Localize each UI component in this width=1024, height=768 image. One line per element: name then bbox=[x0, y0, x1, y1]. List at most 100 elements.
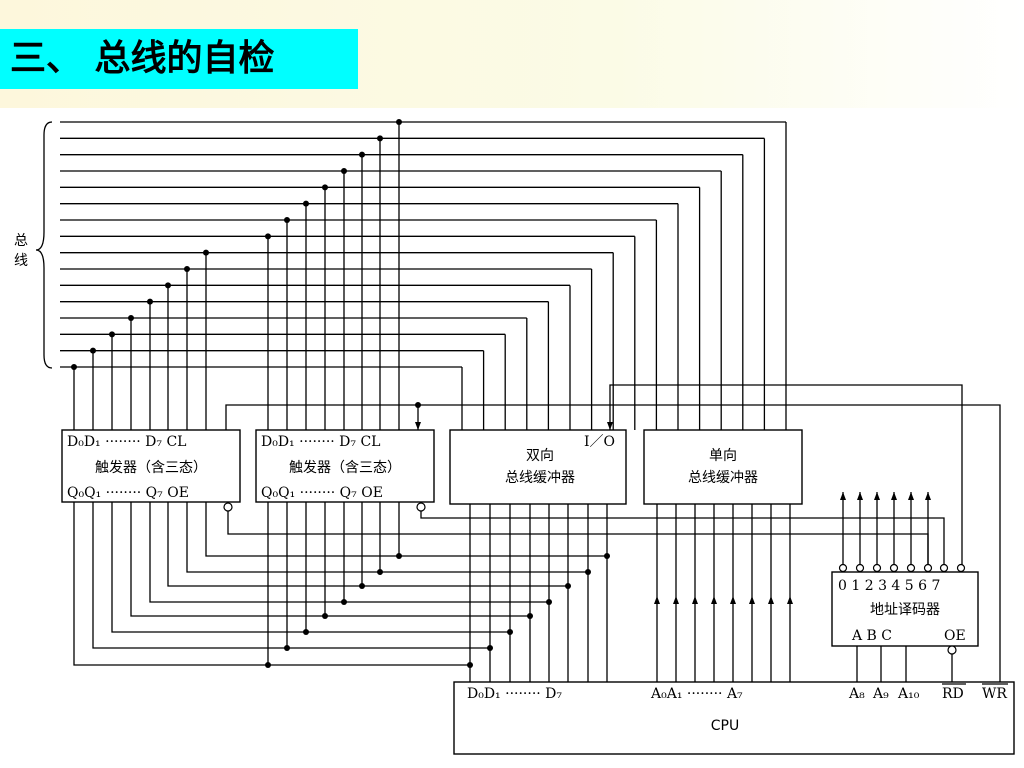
junction-dot bbox=[527, 613, 533, 619]
ff2-oe-bubble bbox=[416, 502, 426, 512]
decoder-oe-bubble bbox=[947, 645, 957, 655]
bus-label-2: 线 bbox=[14, 253, 28, 269]
junction-dot bbox=[284, 645, 290, 651]
junction-dot bbox=[265, 233, 271, 240]
cpu-name: CPU bbox=[711, 718, 739, 734]
arrow-down bbox=[415, 422, 421, 430]
bidir-line1: 双向 bbox=[526, 448, 554, 464]
decoder-name: 地址译码器 bbox=[870, 602, 940, 618]
io-control-line bbox=[609, 384, 963, 572]
arrow-up bbox=[768, 596, 774, 604]
junction-dot bbox=[359, 151, 365, 158]
ff1-bottom-pins: Q₀Q₁ ········ Q₇ OE bbox=[67, 485, 189, 501]
arrow-up bbox=[908, 492, 914, 500]
junction-dot bbox=[147, 298, 153, 305]
ff1-q-output bbox=[205, 502, 607, 557]
ff1-name: 触发器（含三态） bbox=[95, 460, 207, 476]
junction-dot bbox=[565, 583, 571, 589]
arrow-up bbox=[787, 596, 793, 604]
junction-dot bbox=[90, 347, 96, 354]
arrow-down bbox=[607, 422, 613, 430]
ff1-q-output bbox=[92, 502, 490, 649]
unidir-line1: 单向 bbox=[709, 448, 737, 464]
junction-dot bbox=[284, 217, 290, 223]
ff1-q-output bbox=[149, 502, 549, 603]
arrow-up bbox=[891, 492, 897, 500]
junction-dot bbox=[265, 662, 271, 668]
arrow-up bbox=[874, 492, 880, 500]
junction-dot bbox=[487, 645, 493, 651]
decoder-output-bubble bbox=[855, 563, 865, 573]
junction-dot bbox=[303, 200, 309, 207]
decoder-output-bubble bbox=[889, 563, 899, 573]
cpu: D₀D₁ ········ D₇ A₀A₁ ········ A₇ A₈ A₉ … bbox=[453, 681, 1015, 755]
ff2-bottom-pins: Q₀Q₁ ········ Q₇ OE bbox=[261, 485, 383, 501]
address-decoder: 0 1 2 3 4 5 6 7 地址译码器 A B C OE bbox=[831, 571, 979, 655]
decoder-output-bubble bbox=[838, 563, 848, 573]
cpu-a9: A₉ bbox=[872, 686, 889, 702]
junction-dot bbox=[322, 613, 328, 619]
junction-dot bbox=[467, 662, 473, 668]
wr-line bbox=[418, 404, 1001, 682]
decoder-oe: OE bbox=[944, 628, 966, 644]
arrow-up bbox=[692, 596, 698, 604]
junction-dot bbox=[396, 553, 402, 559]
ff2-top-pins: D₀D₁ ········ D₇ CL bbox=[261, 434, 380, 450]
bidir-line2: 总线缓冲器 bbox=[505, 470, 575, 486]
junction-dot bbox=[341, 599, 347, 605]
arrow-up bbox=[840, 492, 846, 500]
unidir-line2: 总线缓冲器 bbox=[688, 470, 758, 486]
junction-dot bbox=[322, 184, 328, 191]
bus-label-1: 总 bbox=[14, 233, 28, 249]
bus-brace bbox=[35, 121, 53, 369]
junction-dot bbox=[377, 135, 383, 142]
junction-dots bbox=[71, 119, 966, 668]
junction-dot bbox=[109, 331, 115, 338]
junction-dot bbox=[303, 629, 309, 635]
oe-line-ff1 bbox=[227, 511, 929, 564]
junction-dot bbox=[203, 249, 209, 256]
arrow-up bbox=[711, 596, 717, 604]
arrow-up bbox=[654, 596, 660, 604]
decoder-output-bubble bbox=[939, 563, 949, 573]
arrow-up bbox=[925, 492, 931, 500]
junction-dot bbox=[377, 569, 383, 575]
bidir-io-pin: I／O bbox=[584, 434, 615, 450]
decoder-output-bubble bbox=[956, 563, 966, 573]
ff2-name: 触发器（含三态） bbox=[289, 460, 401, 476]
decoder-inputs: A B C bbox=[851, 628, 892, 644]
decoder-output-bubble bbox=[872, 563, 882, 573]
bidirectional-bus-buffer: 双向 总线缓冲器 I／O bbox=[449, 429, 627, 505]
junction-dot bbox=[71, 364, 77, 370]
unidirectional-bus-buffer: 单向 总线缓冲器 bbox=[643, 429, 803, 505]
cpu-addr-pins: A₀A₁ ········ A₇ bbox=[650, 686, 743, 702]
cpu-data-pins: D₀D₁ ········ D₇ bbox=[467, 686, 562, 702]
arrow-up bbox=[857, 492, 863, 500]
ff1-q-output bbox=[73, 502, 470, 666]
junction-dot bbox=[585, 569, 591, 575]
junction-dot bbox=[604, 553, 610, 559]
arrow-up bbox=[673, 596, 679, 604]
wires bbox=[60, 121, 1001, 682]
junction-dot bbox=[359, 583, 365, 589]
cpu-rd: RD bbox=[942, 686, 964, 702]
flip-flop-1: D₀D₁ ········ D₇ CL 触发器（含三态） Q₀Q₁ ······… bbox=[61, 429, 241, 512]
oe-line-ff2 bbox=[420, 511, 945, 564]
cpu-wr: WR bbox=[982, 686, 1007, 702]
junction-dot bbox=[415, 402, 421, 408]
ff1-q-output bbox=[111, 502, 510, 633]
ff1-top-pins: D₀D₁ ········ D₇ CL bbox=[67, 434, 186, 450]
decoder-output-bubble bbox=[906, 563, 916, 573]
junction-dot bbox=[341, 168, 347, 174]
arrow-up bbox=[730, 596, 736, 604]
ff1-q-output bbox=[167, 502, 568, 587]
ff1-q-output bbox=[186, 502, 588, 573]
junction-dot bbox=[396, 119, 402, 125]
ff1-oe-bubble bbox=[223, 502, 233, 512]
junction-dot bbox=[546, 599, 552, 605]
cpu-a10: A₁₀ bbox=[897, 686, 920, 702]
decoder-outputs: 0 1 2 3 4 5 6 7 bbox=[838, 578, 940, 594]
junction-dot bbox=[128, 315, 134, 321]
clock-line bbox=[225, 404, 418, 430]
